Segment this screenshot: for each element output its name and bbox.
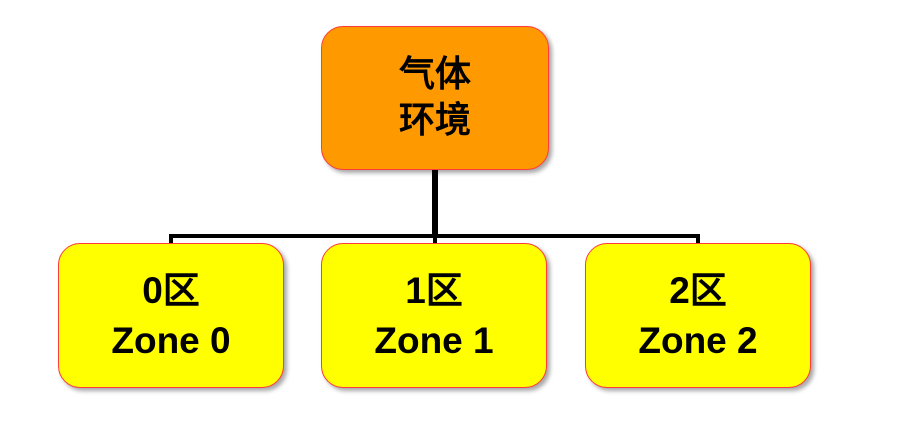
child-2-label-en: Zone 2 — [638, 319, 758, 361]
child-0-label-en: Zone 0 — [111, 319, 231, 361]
root-label-line-2: 环境 — [398, 100, 471, 141]
child-1-label-en: Zone 1 — [374, 319, 494, 361]
child-1-label-cn: 1区 — [405, 269, 463, 311]
child-2-label-cn: 2区 — [669, 269, 727, 311]
root-node-gas-environment: 气体 环境 — [321, 26, 549, 170]
child-node-zone-0: 0区 Zone 0 — [58, 243, 284, 388]
root-label-line-1: 气体 — [398, 54, 471, 95]
child-node-zone-2: 2区 Zone 2 — [585, 243, 811, 388]
child-0-label-cn: 0区 — [142, 269, 200, 311]
child-node-zone-1: 1区 Zone 1 — [321, 243, 547, 388]
